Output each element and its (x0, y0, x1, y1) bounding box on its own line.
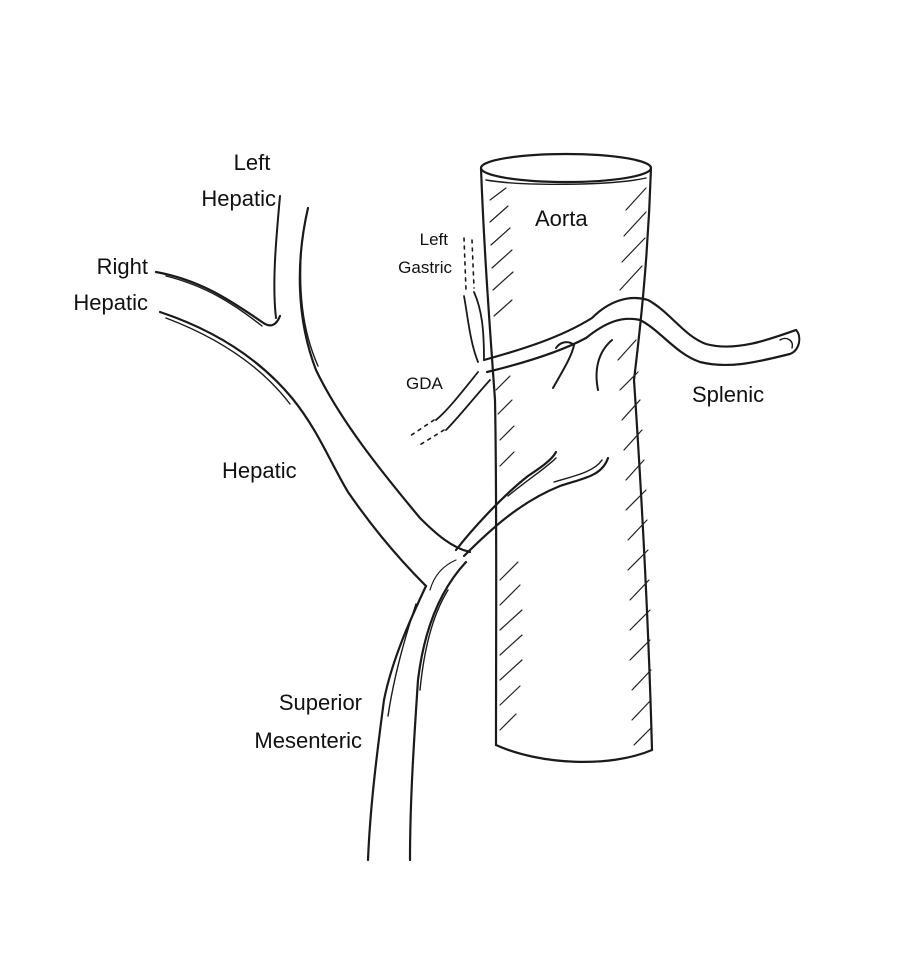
label-right-hepatic-line2: Hepatic (73, 290, 148, 315)
label-superior-mesenteric-2: Mesenteric (214, 728, 362, 753)
aorta-hatching-left (489, 187, 523, 731)
label-superior-mesenteric-line2: Mesenteric (254, 728, 362, 753)
label-superior-mesenteric: Superior (246, 690, 362, 715)
splenic-artery (482, 296, 801, 374)
label-left-gastric-2: Gastric (376, 258, 452, 278)
aorta-hatching-right (617, 187, 652, 746)
label-left-gastric-line1: Left (419, 230, 448, 249)
label-superior-mesenteric-line1: Superior (278, 690, 362, 715)
aorta-cylinder (479, 152, 654, 763)
label-hepatic: Hepatic (222, 458, 297, 483)
label-aorta: Aorta (535, 206, 588, 231)
left-gastric-artery (463, 237, 485, 363)
gda-artery (409, 371, 491, 447)
label-right-hepatic: Right (66, 254, 148, 279)
celiac-trunk (552, 339, 613, 391)
label-left-hepatic-line1: Left (233, 150, 271, 175)
superior-mesenteric-artery (366, 559, 468, 862)
label-gda: GDA (406, 374, 443, 393)
label-left-gastric-line2: Gastric (398, 258, 452, 277)
right-hepatic-artery (154, 270, 428, 588)
label-left-gastric: Left (398, 230, 448, 250)
label-left-hepatic: Left (222, 150, 282, 175)
label-right-hepatic-2: Hepatic (44, 290, 148, 315)
label-right-hepatic-line1: Right (96, 254, 148, 279)
left-hepatic-artery (273, 195, 472, 554)
hepatic-artery (454, 450, 610, 558)
label-splenic: Splenic (692, 382, 765, 407)
label-left-hepatic-2: Hepatic (172, 186, 276, 211)
label-left-hepatic-line2: Hepatic (201, 186, 276, 211)
